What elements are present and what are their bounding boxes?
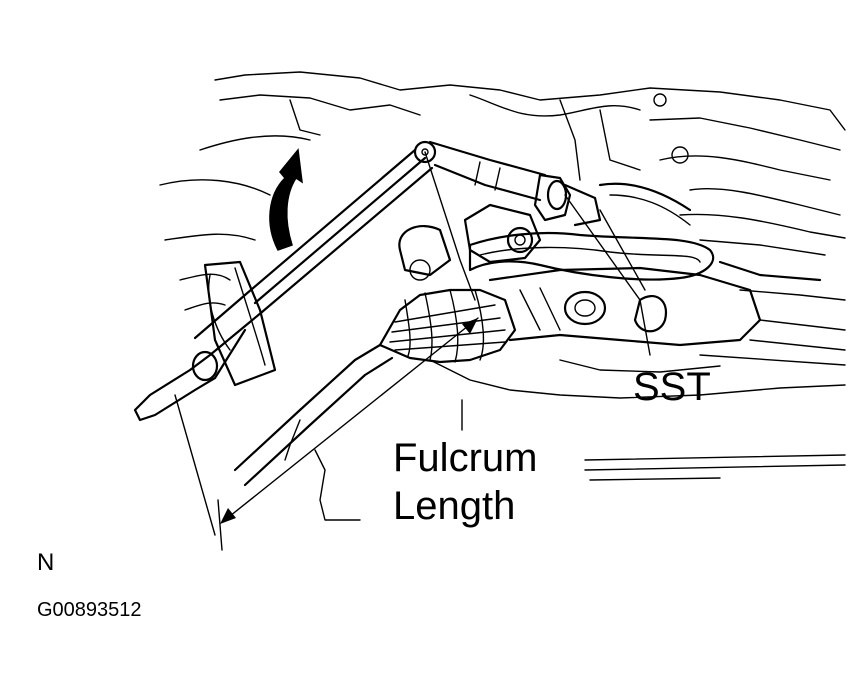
steering-gear-housing: [429, 266, 846, 481]
sst-label: SST: [633, 365, 711, 409]
fulcrum-label-line1: Fulcrum: [393, 436, 538, 480]
dimension-arrow-icon: [217, 317, 479, 551]
engine-background: [159, 71, 846, 311]
hose-lines: [468, 182, 846, 301]
mounting-bracket: [398, 203, 542, 281]
figure-code-label: G00893512: [37, 599, 142, 621]
torque-wrench: [133, 140, 602, 422]
view-marker-label: N: [37, 549, 55, 576]
leader-lines: [174, 151, 651, 536]
fulcrum-label-line2: Length: [393, 484, 516, 528]
rotation-arrow-icon: [269, 148, 303, 251]
rack-boot: [233, 288, 517, 521]
